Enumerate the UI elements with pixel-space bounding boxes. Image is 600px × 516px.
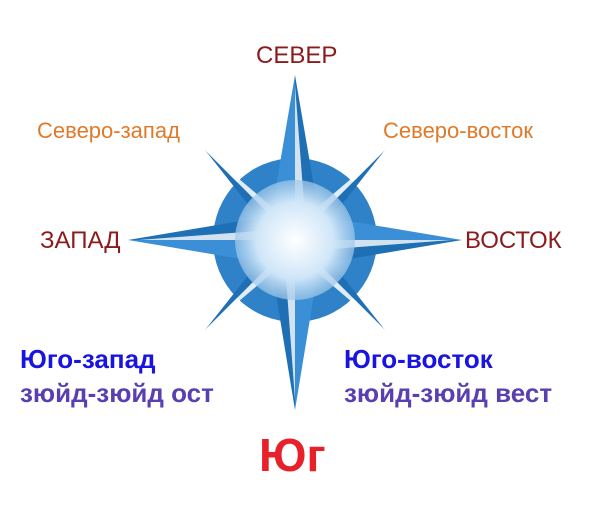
label-south: Юг: [259, 429, 326, 481]
label-southwest: Юго-запад: [20, 344, 156, 374]
rose-center-glow: [235, 180, 355, 300]
label-north: СЕВЕР: [256, 42, 338, 69]
label-northeast: Северо-восток: [383, 118, 533, 143]
label-west: ЗАПАД: [40, 227, 121, 254]
label-east: ВОСТОК: [465, 227, 562, 254]
label-southwest-sub: зюйд-зюйд ост: [20, 378, 214, 408]
label-southeast-sub: зюйд-зюйд вест: [344, 378, 553, 408]
label-southeast: Юго-восток: [344, 344, 493, 374]
label-northwest: Северо-запад: [37, 118, 180, 143]
